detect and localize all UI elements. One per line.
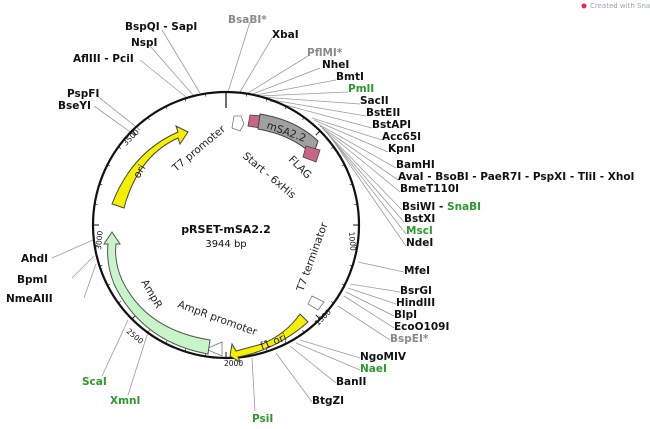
tick-mark [349,264,353,267]
site-label: BspEI* [390,333,429,345]
tick-mark [341,283,345,286]
t7-terminator-box [307,295,325,311]
site-label: SacII [360,95,389,107]
tick-mark [284,106,287,110]
tick-marks [93,92,359,358]
site-label: AvaI - BsoBI - PaeR7I - PspXI - TliI - X… [398,171,634,183]
tick-mark [184,98,187,102]
site-label: BsaBI* [228,14,267,26]
tick-mark [165,106,168,110]
site-label: NgoMIV [360,351,407,363]
site-label: BstAPI [372,119,411,131]
site-label: EcoO109I [394,321,449,333]
site-label: HindIII [396,297,435,309]
site-label: NaeI [360,363,387,375]
site-label: PmlI [348,83,374,95]
tick-mark [349,183,353,186]
site-label: XbaI [272,29,299,41]
site-label: XmnI [110,395,140,407]
feature-label-t7-terminator: T7 terminator [294,220,331,294]
site-label: NspI [131,37,157,49]
tick-mark [302,117,305,121]
site-label-bsiwi-snabi: BsiWI - SnaBI [402,201,481,213]
tick-label-3000: 3000 [94,230,105,250]
tick-label-3500: 3500 [121,127,141,147]
site-label: Acc65I [382,131,421,143]
site-label: BmeT110I [400,183,459,195]
tick-mark [315,314,321,320]
site-label: AhdI [21,253,48,265]
site-label-part: BsiWI - [402,201,447,213]
tick-mark [147,329,150,333]
plasmid-size: 3944 bp [205,239,246,250]
tick-mark [118,301,122,304]
site-label: BamHI [396,159,435,171]
site-label: BsrGI [400,285,432,297]
site-label: BspQI - SapI [125,21,197,33]
site-label: BmtI [336,71,364,83]
tick-mark [99,183,103,186]
site-label: PsiI [252,413,273,425]
site-label: BlpI [394,309,417,321]
tick-mark [107,283,111,286]
tick-mark [284,340,287,344]
site-label: BseYI [58,100,91,112]
msa22-arrow [257,113,319,156]
tick-mark [131,130,137,136]
site-label: BstEII [366,107,400,119]
tick-mark [165,340,168,344]
tick-label-2000: 2000 [224,359,243,368]
site-label: BtgZI [312,395,344,407]
ori-arrow [111,125,189,209]
site-label: ScaI [82,376,107,388]
credit-text: Created with SnapGene® [590,2,650,10]
site-label: AflIII - PciI [73,53,134,65]
tick-mark [330,301,334,304]
plasmid-name: pRSET-mSA2.2 [181,223,271,236]
tick-mark [341,164,345,167]
tick-mark [184,348,187,352]
site-label: MscI [406,225,433,237]
site-label: PflMI* [307,47,343,59]
site-label-part: SnaBI [447,201,481,213]
tick-mark [302,329,305,333]
feature-label-ampr: AmpR [138,278,164,311]
site-label: NheI [322,59,349,71]
feature-label-ori: ori [131,163,148,181]
snapgene-logo-icon [581,3,587,9]
ampr-promoter-arrow [205,341,223,357]
leader-lines [51,21,407,412]
tick-mark [315,130,321,136]
tick-mark [147,117,150,121]
site-label: NdeI [406,237,433,249]
flag-box [302,145,321,163]
tick-label-1500: 1500 [313,307,333,327]
tick-mark [265,98,268,102]
site-label: PspFI [67,88,99,100]
t7-promoter-arrow [231,115,245,132]
site-label: MfeI [404,265,430,277]
f1-ori-arrow [229,313,309,364]
feature-label-ampr-promoter: AmpR promoter [176,299,259,339]
tick-mark [265,348,268,352]
site-label: NmeAIII [6,293,53,305]
site-label: BstXI [404,213,435,225]
tick-mark [107,164,111,167]
site-label: BanII [336,376,366,388]
tick-mark [118,146,122,149]
site-label: KpnI [388,143,415,155]
tick-mark [99,264,103,267]
site-label: BpmI [17,274,47,286]
tick-label-1000: 1000 [347,231,358,251]
ampr-arrow [103,231,211,355]
tick-mark [330,146,334,149]
